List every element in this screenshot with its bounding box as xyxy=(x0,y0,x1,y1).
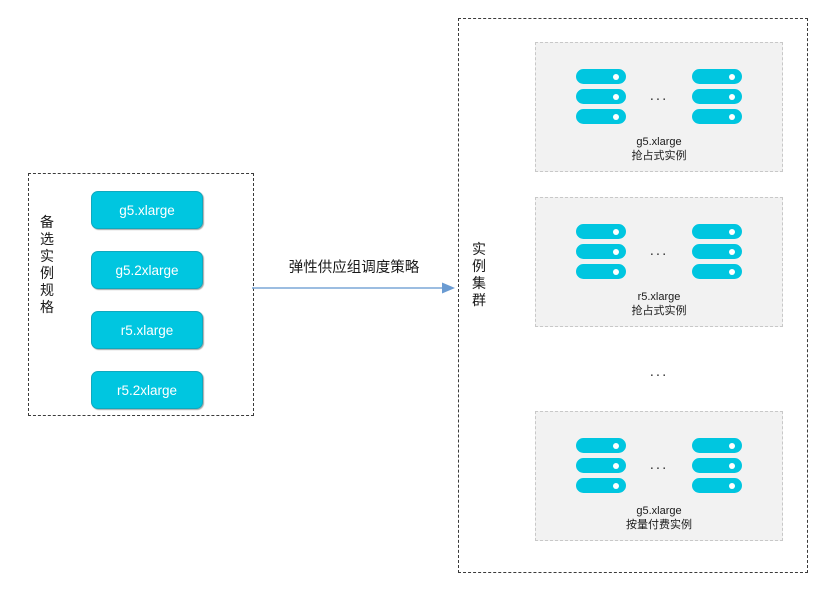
icons-ellipsis: ... xyxy=(649,456,669,473)
server-stack-icon xyxy=(575,69,626,124)
server-stack-icon xyxy=(692,69,743,124)
server-led-icon xyxy=(729,73,736,80)
server-bar xyxy=(692,69,743,84)
group-instance-type: g5.xlarge xyxy=(636,136,682,148)
server-led-icon xyxy=(729,248,736,255)
group-instance-type: g5.xlarge xyxy=(636,505,682,517)
server-group-icons: ... xyxy=(536,224,782,279)
server-led-icon xyxy=(729,93,736,100)
server-bar xyxy=(692,264,743,279)
server-bar xyxy=(575,69,626,84)
spec-chip-r5-2xlarge[interactable]: r5.2xlarge xyxy=(91,371,203,409)
server-stack-icon xyxy=(575,438,626,493)
spec-chip-g5-xlarge[interactable]: g5.xlarge xyxy=(91,191,203,229)
server-stack-icon xyxy=(692,224,743,279)
group-billing-label: 按量付费实例 xyxy=(626,519,692,531)
server-bar xyxy=(692,224,743,239)
server-bar xyxy=(575,438,626,453)
scheduling-policy-label: 弹性供应组调度策略 xyxy=(288,260,420,276)
instance-cluster-title: 实例集群 xyxy=(472,241,486,308)
icons-ellipsis: ... xyxy=(649,242,669,259)
server-group-icons: ... xyxy=(536,69,782,124)
server-bar xyxy=(575,244,626,259)
server-bar xyxy=(692,438,743,453)
server-led-icon xyxy=(729,113,736,120)
cluster-group-2: ... r5.xlarge 抢占式实例 xyxy=(535,197,783,327)
server-bar xyxy=(575,89,626,104)
group-billing-label: 抢占式实例 xyxy=(631,150,687,162)
cluster-group-1: ... g5.xlarge 抢占式实例 xyxy=(535,42,783,172)
candidate-specs-title: 备选实例规格 xyxy=(40,214,54,315)
server-led-icon xyxy=(729,442,736,449)
server-led-icon xyxy=(612,228,619,235)
server-led-icon xyxy=(612,248,619,255)
group-caption: g5.xlarge 按量付费实例 xyxy=(536,504,782,532)
server-bar xyxy=(692,478,743,493)
server-bar xyxy=(692,89,743,104)
server-bar xyxy=(692,458,743,473)
group-caption: r5.xlarge 抢占式实例 xyxy=(536,290,782,318)
server-led-icon xyxy=(612,442,619,449)
server-bar xyxy=(575,224,626,239)
spec-chip-g5-2xlarge[interactable]: g5.2xlarge xyxy=(91,251,203,289)
server-stack-icon xyxy=(692,438,743,493)
groups-ellipsis: ... xyxy=(649,363,669,380)
server-led-icon xyxy=(729,268,736,275)
server-led-icon xyxy=(612,73,619,80)
server-led-icon xyxy=(729,228,736,235)
server-led-icon xyxy=(729,482,736,489)
server-led-icon xyxy=(612,268,619,275)
server-led-icon xyxy=(612,113,619,120)
cluster-group-3: ... g5.xlarge 按量付费实例 xyxy=(535,411,783,541)
icons-ellipsis: ... xyxy=(649,87,669,104)
server-stack-icon xyxy=(575,224,626,279)
server-bar xyxy=(692,109,743,124)
server-led-icon xyxy=(612,482,619,489)
server-led-icon xyxy=(612,462,619,469)
server-group-icons: ... xyxy=(536,438,782,493)
group-caption: g5.xlarge 抢占式实例 xyxy=(536,135,782,163)
server-bar xyxy=(575,458,626,473)
group-billing-label: 抢占式实例 xyxy=(631,305,687,317)
server-bar xyxy=(692,244,743,259)
server-bar xyxy=(575,478,626,493)
server-led-icon xyxy=(729,462,736,469)
server-bar xyxy=(575,109,626,124)
spec-chip-r5-xlarge[interactable]: r5.xlarge xyxy=(91,311,203,349)
group-instance-type: r5.xlarge xyxy=(637,291,681,303)
server-bar xyxy=(575,264,626,279)
arrow-right-icon xyxy=(252,282,455,294)
server-led-icon xyxy=(612,93,619,100)
